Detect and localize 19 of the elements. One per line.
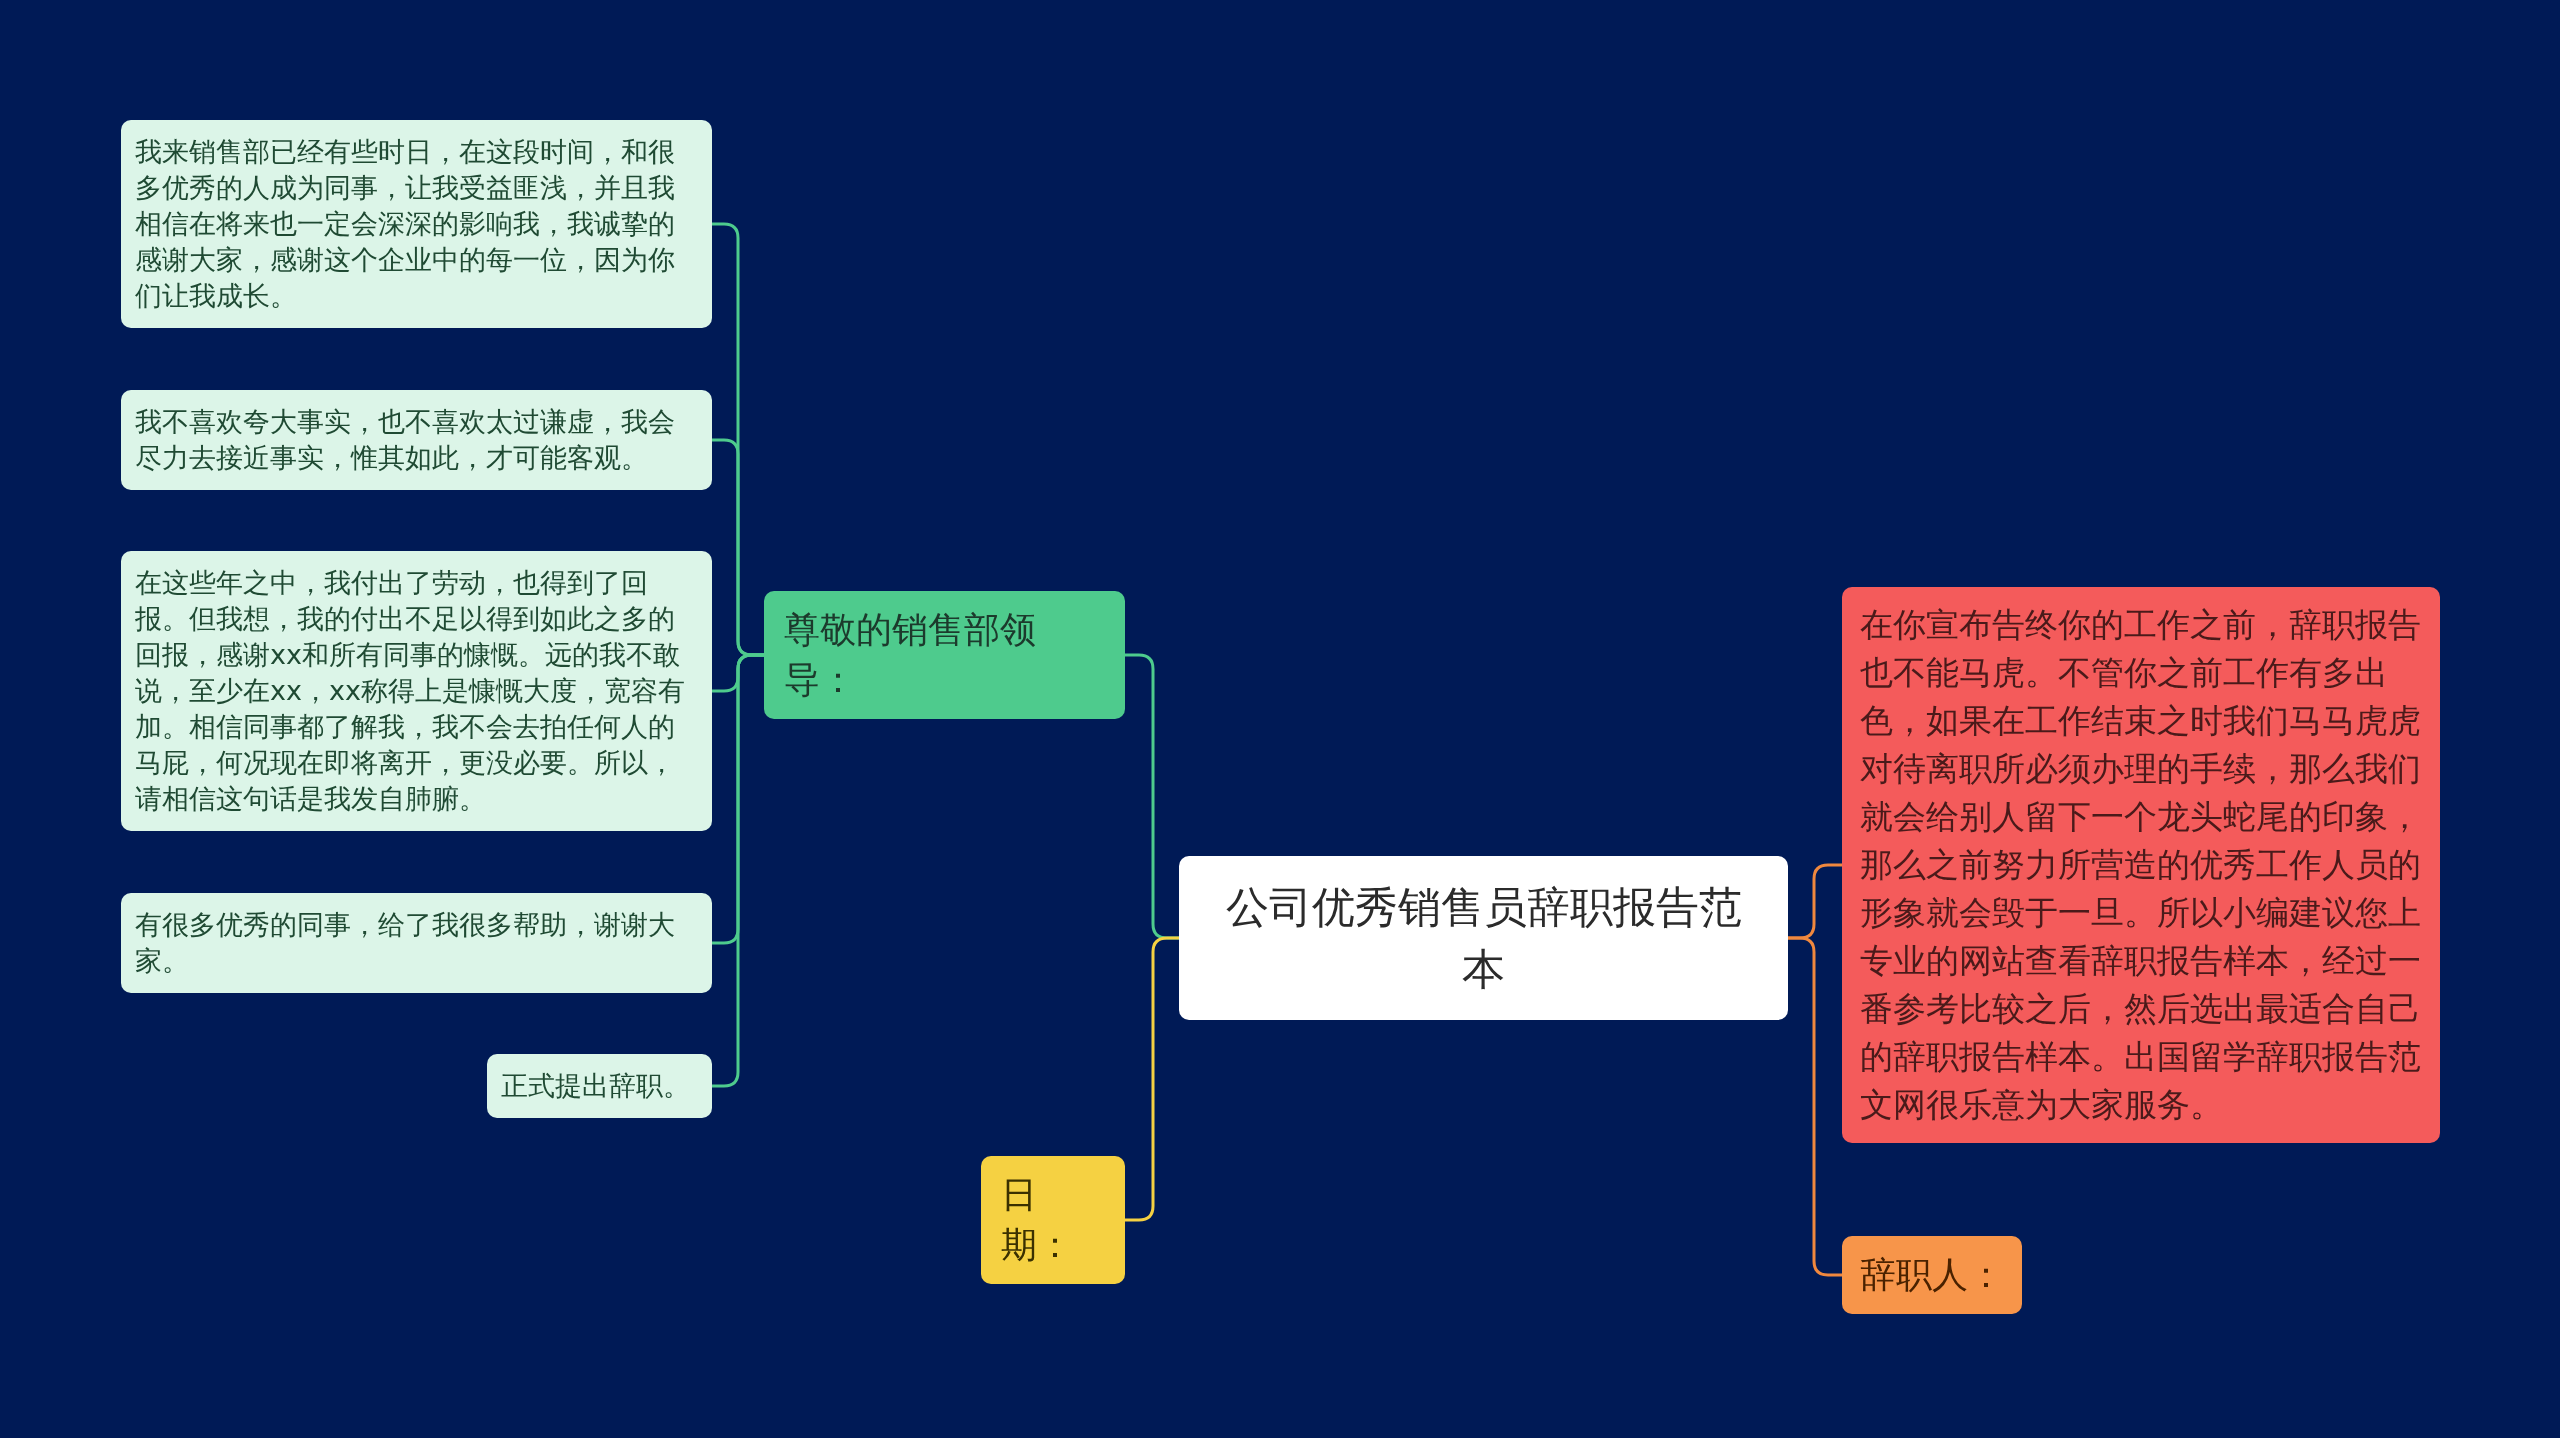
topic-box [121, 390, 712, 490]
topic-text: 我不喜欢夸大事实，也不喜欢太过谦虚，我会尽力去接近事实，惟其如此，才可能客观。 [135, 405, 676, 475]
topic-box [981, 1156, 1125, 1284]
topic-box [764, 591, 1125, 719]
topic-box [121, 551, 712, 831]
topic-text: 尊敬的销售部领导： [784, 608, 1037, 702]
topic-text: 我来销售部已经有些时日，在这段时间，和很多优秀的人成为同事，让我受益匪浅，并且我相信在将来也一定会深深的影响我，我诚挚的感谢大家，感谢这个企业中的每一位，因为你们让我成长。 [135, 135, 676, 313]
topic-text: 有很多优秀的同事，给了我很多帮助，谢谢大家。 [135, 908, 676, 978]
topic-box [121, 893, 712, 993]
topic-text: 在这些年之中，我付出了劳动，也得到了回报。但我想，我的付出不足以得到如此之多的回报，感谢xx和所有同事的慷慨。远的我不敢说，至少在xx，xx称得上是慷慨大度，宽容有加。相信同事都了解我，我不会去拍任何人的马屁，何况现在即将离开，更没必要。所以，请相信这句话是我发自肺腑。 [135, 566, 686, 816]
topic-box [487, 1054, 712, 1118]
topic-box [1842, 1236, 2022, 1314]
topic-box [121, 120, 712, 328]
topic-box [1179, 856, 1788, 1020]
topic-text: 日期： [1001, 1173, 1074, 1267]
topic-text: 在你宣布告终你的工作之前，辞职报告也不能马虎。不管你之前工作有多出色，如果在工作结束之时我们马马虎虎对待离职所必须办理的手续，那么我们就会给别人留下一个龙头蛇尾的印象，那么之前努力所营造的优秀工作人员的形象就会毁于一旦。所以小编建议您上专业的网站查看辞职报告样本，经过一番参考比较之后，然后选出最适合自己的辞职报告样本。出国留学辞职报告范文网很乐意为大家服务。 [1860, 604, 2422, 1126]
topic-text: 正式提出辞职。 [501, 1069, 691, 1103]
topic-text: 辞职人： [1860, 1253, 2004, 1297]
topic-text: 公司优秀销售员辞职报告范本 [1224, 881, 1743, 996]
